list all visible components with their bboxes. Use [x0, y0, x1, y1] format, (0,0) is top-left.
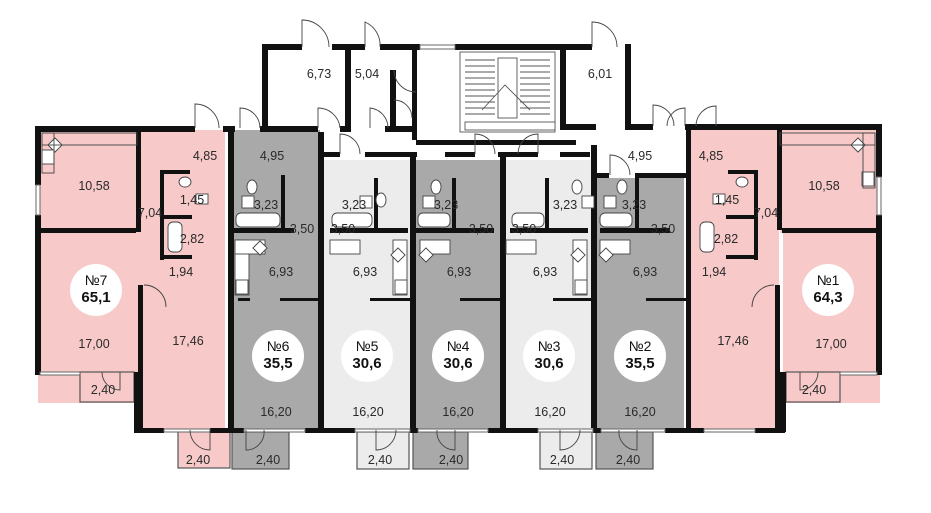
- plumbing-fixtures: [41, 132, 876, 296]
- room-area: 3,23: [342, 198, 366, 212]
- apartment-number: №4: [447, 338, 470, 354]
- room-area: 6,73: [307, 67, 331, 81]
- room-area: 4,85: [699, 149, 723, 163]
- apartment-number: №3: [538, 338, 561, 354]
- apartment-badges: №7 65,1 №6 35,5 №5 30,6 №4 30,6 №3 30,6 …: [70, 264, 854, 382]
- apartment-area: 30,6: [534, 355, 563, 372]
- room-area: 3,50: [469, 222, 493, 236]
- apartment-badge-7[interactable]: №7 65,1: [70, 264, 122, 316]
- apartment-area: 65,1: [81, 289, 110, 306]
- room-area: 17,46: [172, 334, 203, 348]
- apartment-number: №2: [629, 338, 652, 354]
- apartment-area: 64,3: [813, 289, 842, 306]
- apartment-number: №6: [267, 338, 290, 354]
- apartment-badge-2[interactable]: №2 35,5: [614, 330, 666, 382]
- apartment-badge-5[interactable]: №5 30,6: [341, 330, 393, 382]
- apartment-area: 35,5: [263, 355, 292, 372]
- walls: [35, 44, 882, 433]
- room-area: 6,93: [353, 265, 377, 279]
- room-area: 6,93: [269, 265, 293, 279]
- apartment-number: №5: [356, 338, 379, 354]
- room-area: 10,58: [78, 179, 109, 193]
- room-area: 2,40: [91, 383, 115, 397]
- room-area: 16,20: [352, 405, 383, 419]
- room-area: 6,93: [633, 265, 657, 279]
- room-area: 16,20: [534, 405, 565, 419]
- room-area: 5,04: [355, 67, 379, 81]
- room-area: 2,40: [802, 383, 826, 397]
- room-fills: [38, 130, 880, 469]
- room-area: 3,23: [622, 198, 646, 212]
- room-area: 3,23: [434, 198, 458, 212]
- room-area: 2,40: [186, 453, 210, 467]
- room-area: 2,82: [180, 232, 204, 246]
- room-area: 3,50: [651, 222, 675, 236]
- room-area: 17,00: [815, 337, 846, 351]
- apartment-badge-3[interactable]: №3 30,6: [523, 330, 575, 382]
- room-labels: 6,73 5,04 6,01 10,58 4,85 1,45 7,04 2,82…: [78, 67, 846, 467]
- apartment-badge-6[interactable]: №6 35,5: [252, 330, 304, 382]
- room-area: 1,94: [702, 265, 726, 279]
- room-area: 7,04: [138, 206, 162, 220]
- apartment-badge-4[interactable]: №4 30,6: [432, 330, 484, 382]
- room-area: 16,20: [260, 405, 291, 419]
- room-area: 10,58: [808, 179, 839, 193]
- room-area: 3,50: [290, 222, 314, 236]
- room-area: 4,85: [193, 149, 217, 163]
- apartment-number: №1: [817, 272, 840, 288]
- room-area: 2,40: [439, 453, 463, 467]
- apartment-area: 30,6: [352, 355, 381, 372]
- room-area: 16,20: [442, 405, 473, 419]
- apartment-area: 30,6: [443, 355, 472, 372]
- apartment-number: №7: [85, 272, 108, 288]
- apartment-area: 35,5: [625, 355, 654, 372]
- room-area: 3,23: [553, 198, 577, 212]
- room-area: 17,00: [78, 337, 109, 351]
- apartment-badge-1[interactable]: №1 64,3: [802, 264, 854, 316]
- room-area: 2,82: [714, 232, 738, 246]
- room-area: 4,95: [260, 149, 284, 163]
- room-area: 17,46: [717, 334, 748, 348]
- room-area: 4,95: [628, 149, 652, 163]
- windows: [35, 44, 882, 433]
- room-area: 16,20: [624, 405, 655, 419]
- room-area: 2,40: [368, 453, 392, 467]
- room-area: 6,01: [588, 67, 612, 81]
- doors: [101, 19, 819, 451]
- room-area: 1,45: [180, 193, 204, 207]
- room-area: 7,04: [754, 206, 778, 220]
- room-area: 3,50: [331, 222, 355, 236]
- room-area: 3,23: [254, 198, 278, 212]
- room-area: 2,40: [550, 453, 574, 467]
- room-area: 3,50: [512, 222, 536, 236]
- staircase: [459, 51, 556, 133]
- room-area: 6,93: [533, 265, 557, 279]
- room-area: 1,94: [169, 265, 193, 279]
- room-area: 1,45: [715, 193, 739, 207]
- room-area: 6,93: [447, 265, 471, 279]
- room-area: 2,40: [616, 453, 640, 467]
- room-area: 2,40: [256, 453, 280, 467]
